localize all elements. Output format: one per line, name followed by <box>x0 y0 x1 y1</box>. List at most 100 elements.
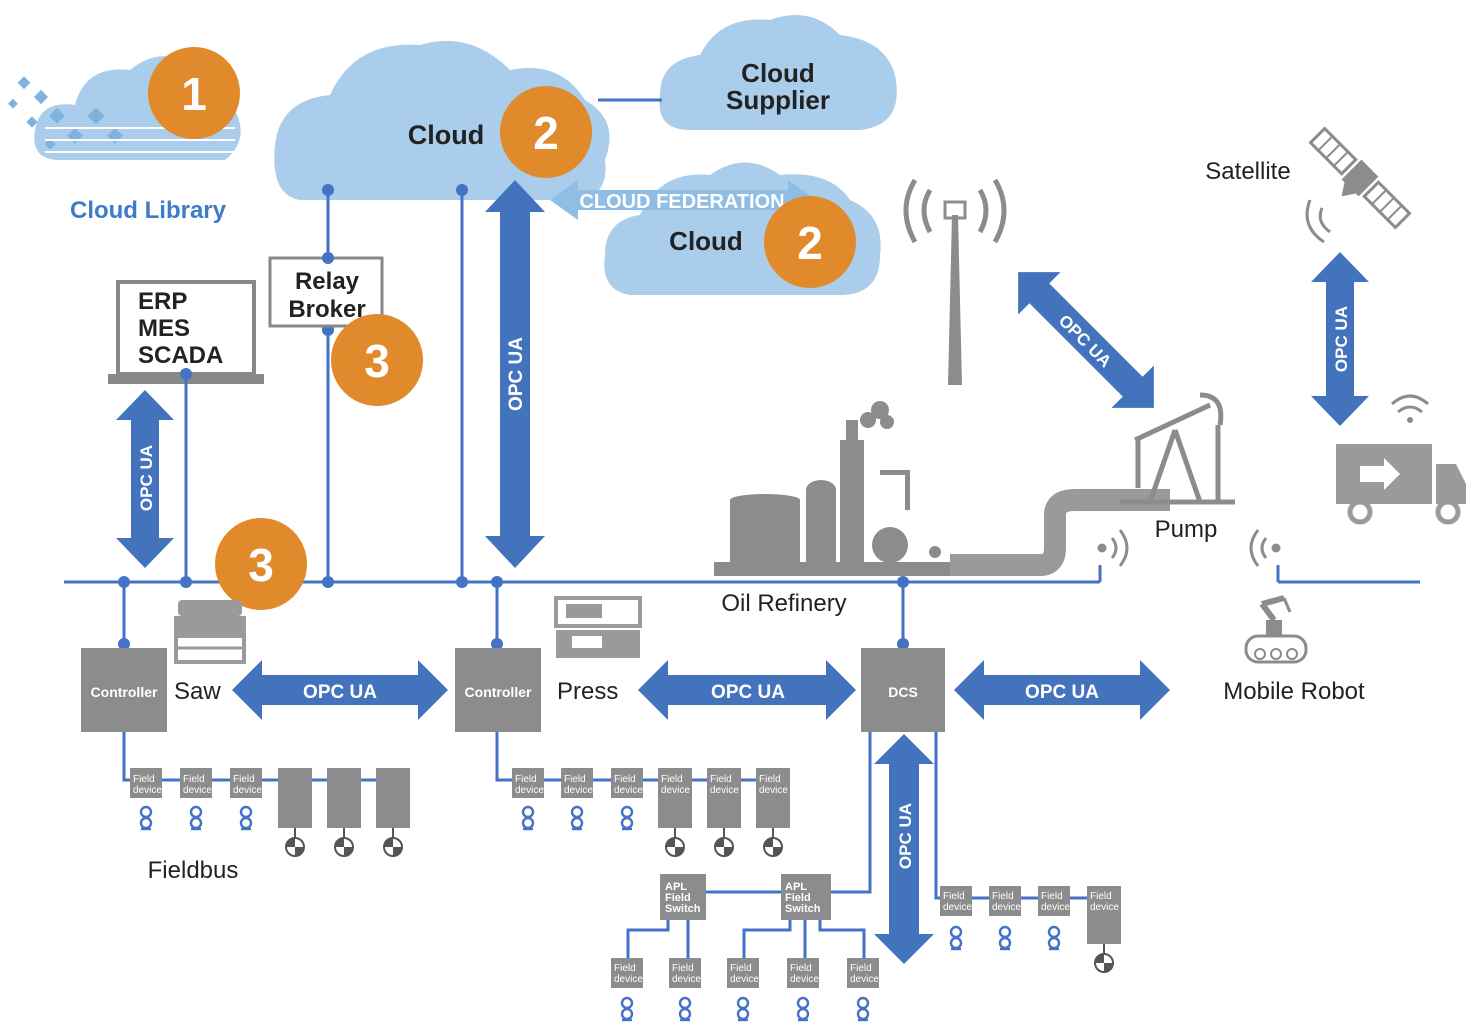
svg-text:device: device <box>1041 902 1070 913</box>
oil-refinery-label: Oil Refinery <box>721 590 846 617</box>
svg-text:device: device <box>992 902 1021 913</box>
actuator-device <box>327 768 361 857</box>
wireless-left-icon <box>1097 529 1129 567</box>
field-device: Field device <box>847 958 879 1022</box>
svg-text:Field: Field <box>992 891 1014 902</box>
relay-broker-box <box>268 256 384 328</box>
dcs-label: DCS <box>888 684 918 700</box>
field-device-actuator: Field device <box>1087 886 1121 973</box>
svg-text:device: device <box>759 785 788 796</box>
opc-ua-arrow-satellite: OPC UA <box>1311 252 1369 426</box>
svg-text:Field: Field <box>790 963 812 974</box>
opc-ua-label: OPC UA <box>1332 306 1351 372</box>
svg-text:device: device <box>850 974 879 985</box>
radio-tower-icon <box>903 178 1007 385</box>
fieldbus-label: Fieldbus <box>148 857 239 884</box>
svg-text:Field: Field <box>233 774 255 785</box>
field-device: Field device <box>230 768 262 831</box>
saw-machine-icon <box>174 600 246 664</box>
mobile-robot-label: Mobile Robot <box>1223 678 1365 705</box>
svg-text:device: device <box>943 902 972 913</box>
cloud-federation-label: CLOUD FEDERATION <box>579 191 784 213</box>
svg-text:Field: Field <box>785 892 811 904</box>
svg-text:device: device <box>790 974 819 985</box>
badge-2-second-text: 2 <box>797 217 823 269</box>
opc-ua-arrow-saw-press: OPC UA <box>232 660 448 720</box>
svg-text:Field: Field <box>614 963 636 974</box>
svg-text:APL: APL <box>665 881 687 893</box>
field-device: Field device <box>727 958 759 1022</box>
opc-ua-arrow-dcs-down: OPC UA <box>874 734 934 964</box>
oil-refinery-icon <box>714 401 974 576</box>
dcs-box <box>861 648 945 732</box>
opc-ua-label: OPC UA <box>1025 682 1099 703</box>
svg-text:APL: APL <box>785 881 807 893</box>
cloud-supplier <box>659 15 897 130</box>
opc-ua-arrow-press-dcs: OPC UA <box>638 660 856 720</box>
badge-3-relay <box>331 314 423 406</box>
cloud-supplier-line2: Supplier <box>726 85 830 115</box>
apl-field-switch: APL Field Switch <box>660 874 706 920</box>
second-cloud-label: Cloud <box>669 226 743 256</box>
opc-ua-label: OPC UA <box>711 682 785 703</box>
svg-text:Field: Field <box>850 963 872 974</box>
badge-3-bus-text: 3 <box>248 539 274 591</box>
opc-ua-arrow-erp: OPC UA <box>116 390 174 568</box>
svg-text:Field: Field <box>665 892 691 904</box>
fieldbus-middle-devices: Field device Field device Field device F… <box>512 768 790 857</box>
svg-text:Field: Field <box>133 774 155 785</box>
wireless-right-icon <box>1249 529 1281 567</box>
svg-text:device: device <box>710 785 739 796</box>
badge-1-text: 1 <box>181 68 207 120</box>
pump-label: Pump <box>1155 516 1218 543</box>
svg-text:device: device <box>661 785 690 796</box>
pipeline <box>950 489 1170 576</box>
svg-text:Field: Field <box>710 774 732 785</box>
field-device: Field device <box>1038 886 1070 951</box>
badge-3-relay-text: 3 <box>364 335 390 387</box>
svg-text:device: device <box>614 785 643 796</box>
svg-text:Switch: Switch <box>665 903 701 915</box>
erp-label: ERP <box>138 288 187 315</box>
svg-text:device: device <box>233 785 262 796</box>
svg-text:Field: Field <box>1041 891 1063 902</box>
field-device: Field device <box>130 768 162 831</box>
field-device-actuator: Field device <box>707 768 741 857</box>
field-device: Field device <box>611 768 643 831</box>
field-device: Field device <box>561 768 593 831</box>
satellite-icon <box>1308 126 1412 230</box>
svg-text:Field: Field <box>730 963 752 974</box>
opc-ua-arrow-cloud: OPC UA <box>485 180 545 568</box>
svg-text:Field: Field <box>759 774 781 785</box>
truck-icon <box>1336 394 1466 525</box>
field-device: Field device <box>512 768 544 831</box>
relay-label-line2: Broker <box>288 296 365 323</box>
pump-jack-icon <box>1120 392 1235 505</box>
svg-text:Field: Field <box>1090 891 1112 902</box>
satellite-label: Satellite <box>1205 158 1290 185</box>
badge-2-main <box>500 86 592 178</box>
fieldbus-left-devices: Field device Field device Field device <box>130 768 410 857</box>
controller-middle-label: Controller <box>465 684 532 700</box>
mes-label: MES <box>138 315 190 342</box>
svg-text:device: device <box>515 785 544 796</box>
field-device: Field device <box>787 958 819 1022</box>
opc-ua-label: OPC UA <box>137 445 156 511</box>
controller-left-label: Controller <box>91 684 158 700</box>
actuator-device <box>376 768 410 857</box>
opc-ua-label: OPC UA <box>303 682 377 703</box>
svg-text:Field: Field <box>661 774 683 785</box>
press-machine-icon <box>554 596 642 658</box>
badge-1 <box>148 47 240 139</box>
opc-ua-arrow-dcs-robot: OPC UA <box>954 660 1170 720</box>
field-device: Field device <box>989 886 1021 951</box>
svg-text:Field: Field <box>515 774 537 785</box>
svg-text:Field: Field <box>943 891 965 902</box>
scada-label: SCADA <box>138 342 223 369</box>
controller-middle <box>455 648 541 732</box>
svg-text:device: device <box>730 974 759 985</box>
badge-2-main-text: 2 <box>533 107 559 159</box>
actuator-device <box>278 768 312 857</box>
